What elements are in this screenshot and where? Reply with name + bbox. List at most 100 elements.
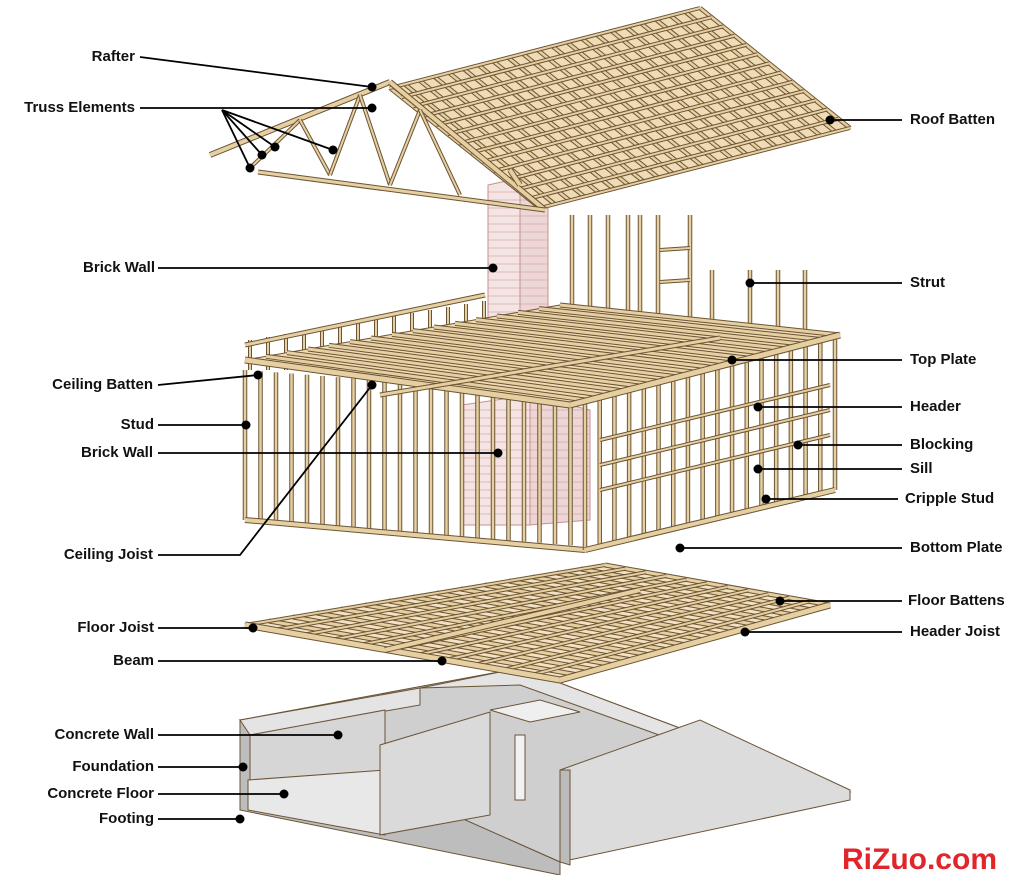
floor-batten <box>531 600 810 676</box>
top-plate-front <box>244 357 571 408</box>
roof-batten <box>412 25 724 108</box>
roof-batten <box>424 34 735 117</box>
leader-truss-branch <box>221 109 334 151</box>
leader-truss-branch-dot <box>245 163 255 173</box>
ceiling-joist <box>454 321 751 360</box>
watermark: RiZuo.com <box>842 843 997 875</box>
ceiling-joist <box>370 336 679 379</box>
ceiling-batten <box>379 336 721 397</box>
leader-ceiling-joist <box>158 384 373 556</box>
floor-batten <box>273 567 626 631</box>
floor-batten <box>244 564 606 626</box>
chimney-base <box>489 699 581 723</box>
ceiling-joist <box>307 347 625 393</box>
roof-batten <box>458 62 770 145</box>
leader-concrete-wall-dot <box>333 730 343 740</box>
top-plate-right <box>569 332 841 408</box>
ceiling-joist <box>391 332 697 374</box>
label-ceiling-batten: Ceiling Batten <box>52 376 153 393</box>
label-concrete-floor: Concrete Floor <box>47 785 154 802</box>
label-bottom-plate: Bottom Plate <box>910 539 1003 556</box>
leader-cripple-stud-dot <box>761 494 771 504</box>
leader-concrete-floor-dot <box>279 789 289 799</box>
roof-batten <box>470 71 782 154</box>
label-concrete-wall: Concrete Wall <box>54 726 154 743</box>
truss-web <box>299 119 331 176</box>
bottom-plate-right <box>584 488 836 552</box>
label-cripple-stud: Cripple Stud <box>905 490 995 507</box>
label-beam: Beam <box>113 652 154 669</box>
roof-batten <box>505 99 816 182</box>
leader-truss-branch-dot <box>328 145 338 155</box>
label-brick-wall-lower: Brick Wall <box>81 444 153 461</box>
ceiling-joist <box>433 325 733 365</box>
roof-batten <box>389 7 701 89</box>
leader-ceiling-batten-dot <box>253 370 263 380</box>
concrete-floor <box>247 769 386 836</box>
blocking <box>599 409 831 466</box>
leader-header-joist-dot <box>740 627 750 637</box>
leader-truss-dot <box>367 103 377 113</box>
leader-strut-dot <box>745 278 755 288</box>
floor-batten <box>302 571 647 636</box>
ceiling-joist <box>517 310 805 346</box>
blocking <box>599 434 831 491</box>
leader-stud-dot <box>241 420 251 430</box>
ceiling-joist <box>286 351 607 398</box>
ceiling-joist <box>559 303 841 337</box>
label-foundation: Foundation <box>72 758 154 775</box>
leader-truss-branch <box>221 109 263 156</box>
concrete-wall-edge <box>559 769 571 866</box>
label-blocking: Blocking <box>910 436 974 453</box>
leader-foundation-dot <box>238 762 248 772</box>
header-joist-front <box>244 622 561 683</box>
roof-batten <box>482 80 793 163</box>
truss-web <box>389 109 421 186</box>
leader-ceiling-batten <box>157 374 259 386</box>
leader-roof-batten-dot <box>825 115 835 125</box>
ceiling-joist <box>265 354 589 402</box>
leader-truss-branch-dot <box>270 142 280 152</box>
label-stud: Stud <box>120 416 154 433</box>
leader-sill-dot <box>753 464 763 474</box>
leader-header-dot <box>753 402 763 412</box>
leader-brick-wall-lower-dot <box>493 448 503 458</box>
label-header-joist: Header Joist <box>910 623 1001 640</box>
label-brick-wall-upper: Brick Wall <box>83 259 155 276</box>
roof-batten <box>516 108 828 191</box>
ceiling-joist <box>349 340 661 384</box>
roof-batten <box>401 16 712 99</box>
concrete-wall-front-left <box>379 711 491 836</box>
leader-beam-dot <box>437 656 447 666</box>
leader-truss-branch <box>221 109 251 169</box>
ceiling-joist <box>475 318 769 356</box>
label-floor-battens: Floor Battens <box>908 592 1005 609</box>
label-footing: Footing <box>99 810 154 827</box>
pier <box>514 734 526 801</box>
leader-brick-wall-upper-dot <box>488 263 498 273</box>
truss-web <box>419 109 461 196</box>
blocking <box>599 384 831 441</box>
roof-batten <box>435 43 747 126</box>
concrete-wall-back-left <box>239 687 421 736</box>
leader-bottom-plate-dot <box>675 543 685 553</box>
leader-truss-branch <box>221 109 276 148</box>
strut-rung <box>659 279 691 283</box>
header-joist-right <box>559 602 831 683</box>
bottom-chord <box>257 170 546 212</box>
ceiling-joist <box>328 343 643 388</box>
label-rafter: Rafter <box>91 48 135 65</box>
floor-batten <box>445 589 749 661</box>
label-top-plate: Top Plate <box>910 351 977 368</box>
leader-floor-joist-dot <box>248 623 258 633</box>
ceiling-joist <box>538 307 823 342</box>
roof-batten <box>493 90 805 173</box>
roof-batten <box>528 117 839 200</box>
label-floor-joist: Floor Joist <box>77 619 154 636</box>
floor-batten <box>473 593 769 666</box>
truss-king <box>508 168 522 187</box>
bottom-plate-left <box>244 518 586 552</box>
